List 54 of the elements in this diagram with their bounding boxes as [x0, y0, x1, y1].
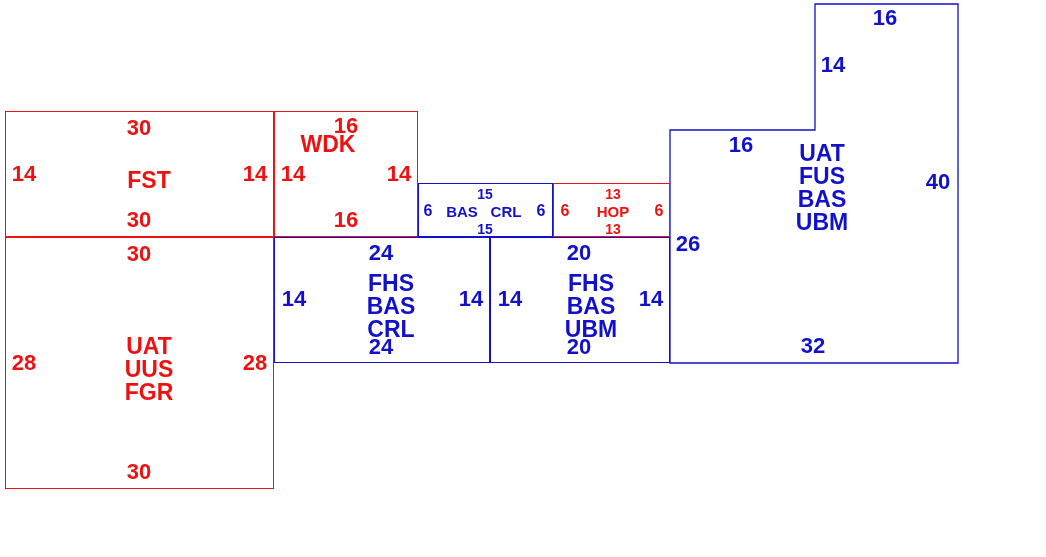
dimension-label: 16: [872, 7, 898, 29]
dimension-label: 24: [368, 242, 394, 264]
dimension-label: 16: [333, 209, 359, 231]
room-outline: [553, 183, 670, 237]
dimension-label: 32: [800, 335, 826, 357]
room-code: FHS: [368, 272, 414, 294]
room-code: UUS: [124, 358, 174, 380]
dimension-label: 30: [126, 243, 152, 265]
dimension-label: 6: [423, 203, 433, 219]
room-code: UBM: [795, 211, 849, 233]
room-code: BAS: [797, 188, 847, 210]
room-code: BAS: [366, 295, 416, 317]
dimension-label: 6: [654, 203, 664, 219]
room-code: FGR: [124, 381, 174, 403]
dimension-label: 16: [728, 134, 754, 156]
dimension-label: 30: [126, 117, 152, 139]
room-code: FUS: [799, 165, 845, 187]
dimension-label: 14: [458, 288, 484, 310]
dimension-label: 15: [477, 222, 493, 236]
room-outline: [490, 237, 670, 363]
dimension-label: 6: [536, 203, 546, 219]
dimension-label: 14: [281, 288, 307, 310]
dimension-label: 14: [11, 163, 37, 185]
dimension-label: 30: [126, 461, 152, 483]
dimension-label: 14: [386, 163, 412, 185]
room-code: CRL: [490, 203, 522, 219]
dimension-label: 28: [11, 352, 37, 374]
dimension-label: 13: [605, 222, 621, 236]
dimension-label: 6: [560, 203, 570, 219]
dimension-label: 26: [675, 233, 701, 255]
room-outline: [274, 111, 418, 237]
dimension-label: 15: [477, 187, 493, 201]
room-code: HOP: [596, 203, 630, 219]
dimension-label: 14: [820, 54, 846, 76]
room-code: BAS: [446, 203, 478, 219]
room-outline: [274, 237, 490, 363]
room-code: FST: [127, 169, 171, 191]
dimension-label: 20: [566, 242, 592, 264]
room-code: BAS: [566, 295, 616, 317]
room-code: UAT: [799, 142, 845, 164]
dimension-label: 30: [126, 209, 152, 231]
dimension-label: 14: [280, 163, 306, 185]
room-outline: [5, 111, 274, 237]
room-code: WDK: [300, 133, 356, 155]
dimension-label: 14: [638, 288, 664, 310]
room-outline: [418, 183, 553, 237]
room-code: UAT: [126, 335, 172, 357]
room-outline: [5, 237, 274, 489]
dimension-label: 13: [605, 187, 621, 201]
dimension-label: 40: [925, 171, 951, 193]
room-code: FHS: [568, 272, 614, 294]
dimension-label: 14: [497, 288, 523, 310]
dimension-label: 28: [242, 352, 268, 374]
dimension-label: 14: [242, 163, 268, 185]
